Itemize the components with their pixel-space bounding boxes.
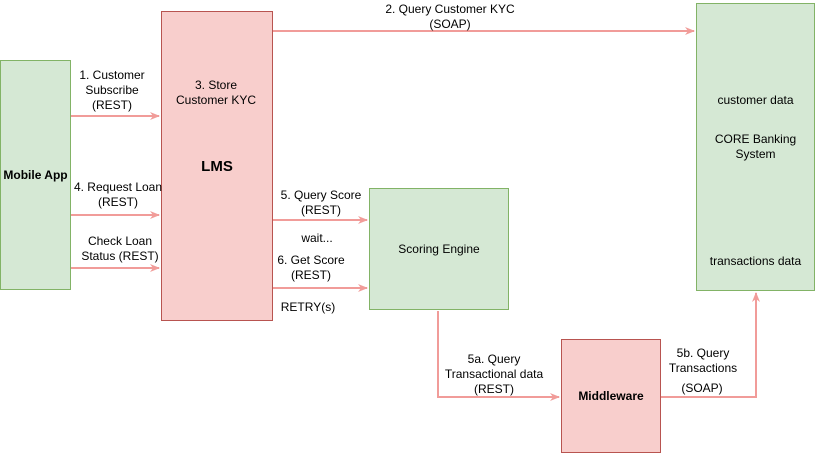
query-transactions-protocol-label: (SOAP) <box>681 381 723 395</box>
transactions-data-label: transactions data <box>709 254 802 268</box>
core-banking-node <box>696 3 815 291</box>
retry-label: RETRY(s) <box>280 300 336 314</box>
get-score-label: 6. Get Score (REST) <box>277 253 345 282</box>
arrow-query-transactional-data <box>437 311 560 401</box>
middleware-label: Middleware <box>578 389 644 403</box>
store-customer-kyc-label: 3. Store Customer KYC <box>175 78 257 107</box>
query-transactional-data-label: 5a. Query Transactional data (REST) <box>444 352 544 396</box>
customer-subscribe-label: 1. Customer Subscribe (REST) <box>79 68 145 112</box>
query-customer-kyc-label: 2. Query Customer KYC (SOAP) <box>385 2 515 31</box>
middleware-node: Middleware <box>561 339 661 453</box>
mobile-app-label: Mobile App <box>3 168 68 182</box>
wait-label: wait... <box>301 231 333 245</box>
lms-node: LMS <box>161 11 273 321</box>
scoring-engine-label: Scoring Engine <box>398 242 480 256</box>
arrow-query-transactions <box>661 292 760 398</box>
request-loan-label: 4. Request Loan (REST) <box>73 180 163 209</box>
lms-label: LMS <box>201 157 233 175</box>
query-transactions-label: 5b. Query Transactions <box>668 346 738 375</box>
check-loan-status-label: Check Loan Status (REST) <box>81 234 159 263</box>
scoring-engine-node: Scoring Engine <box>369 188 509 310</box>
query-score-label: 5. Query Score (REST) <box>280 188 362 217</box>
mobile-app-node: Mobile App <box>0 60 71 290</box>
core-banking-label: CORE Banking System <box>714 132 797 161</box>
customer-data-label: customer data <box>717 93 794 107</box>
